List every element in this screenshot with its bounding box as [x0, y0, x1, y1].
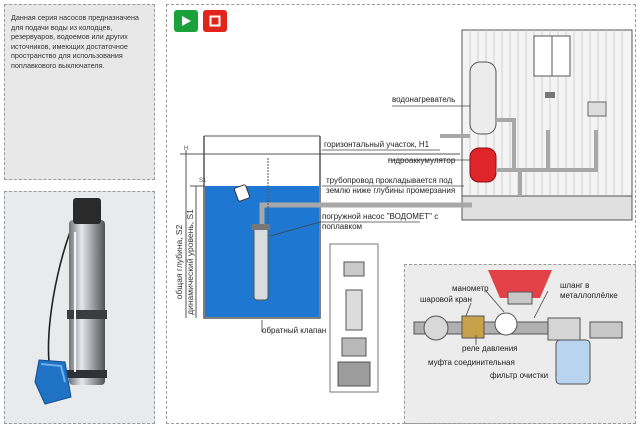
- stop-icon: [209, 15, 221, 27]
- description-panel: Данная серия насосов предназначена для п…: [4, 4, 155, 180]
- pump-photo-image: [34, 198, 107, 405]
- play-button[interactable]: [174, 10, 198, 32]
- stop-button[interactable]: [203, 10, 227, 32]
- installation-diagram-panel: [166, 4, 636, 424]
- product-photo: [4, 191, 155, 424]
- description-text: Данная серия насосов предназначена для п…: [11, 13, 139, 70]
- play-icon: [182, 16, 191, 26]
